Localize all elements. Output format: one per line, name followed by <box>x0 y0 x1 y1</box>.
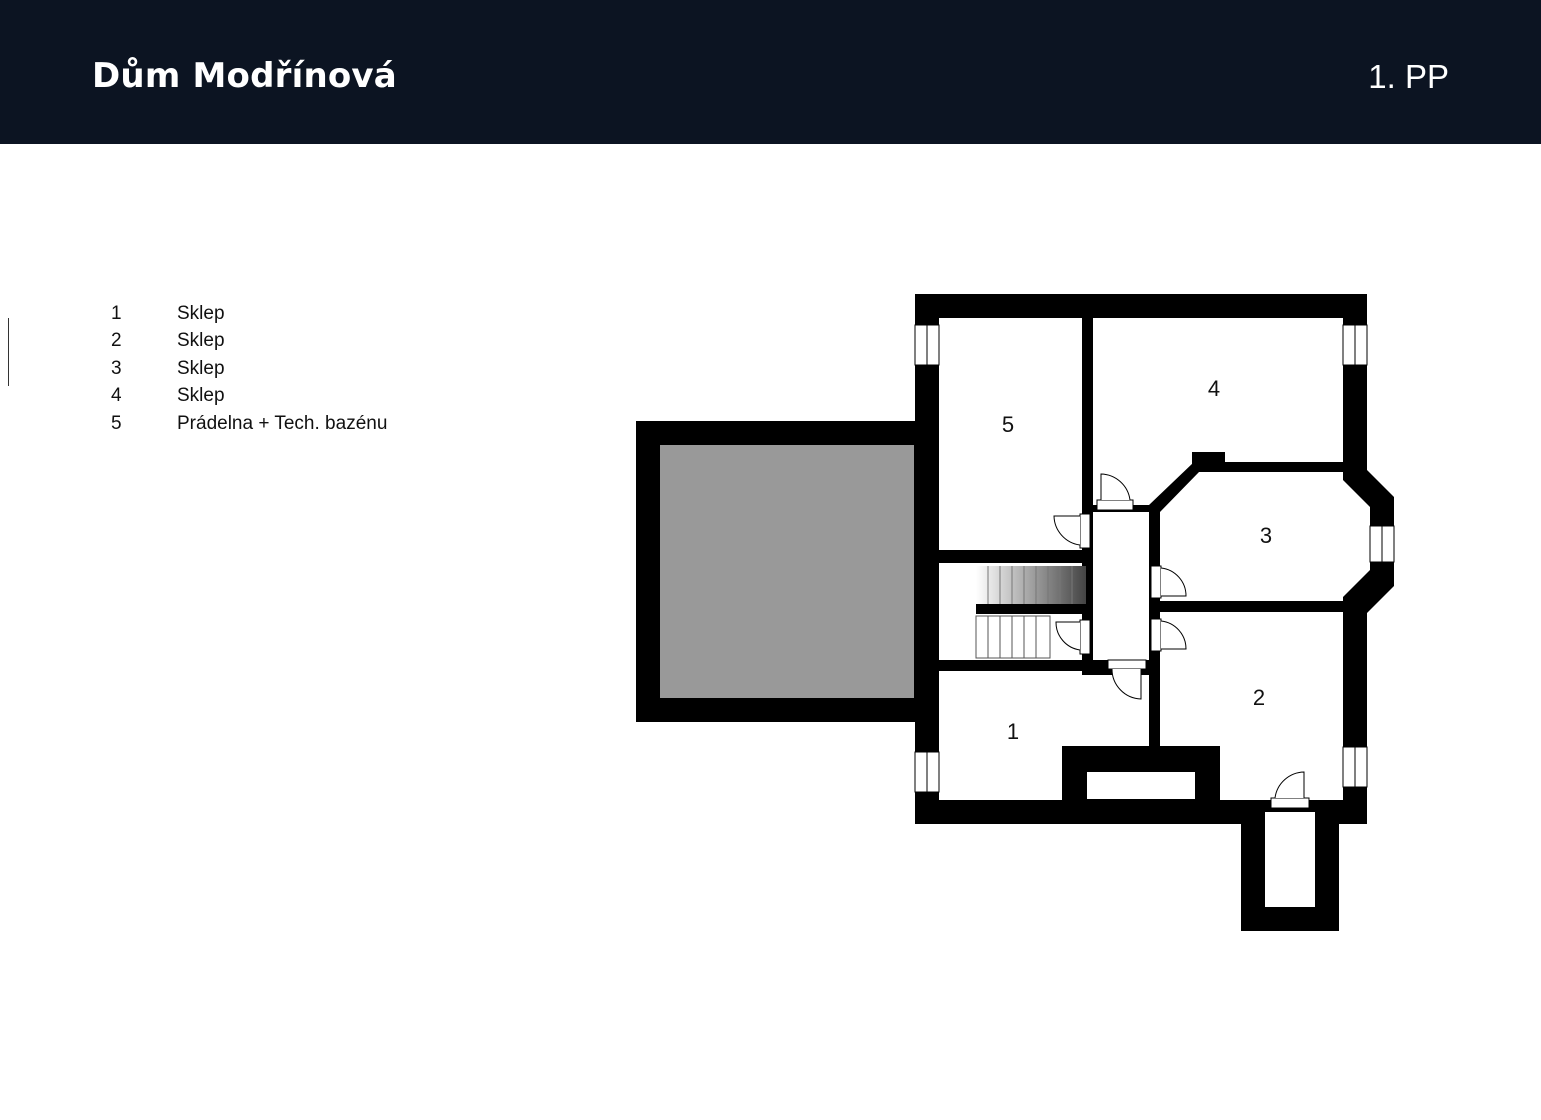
staircase <box>975 566 1086 659</box>
legend-item: 5 Prádelna + Tech. bazénu <box>111 410 387 438</box>
edge-divider <box>8 318 9 386</box>
legend-number: 3 <box>111 357 122 379</box>
corridor <box>1093 512 1149 660</box>
legend-label: Sklep <box>177 385 225 407</box>
legend-item: 1 Sklep <box>111 300 387 328</box>
storage-niche <box>1087 772 1195 799</box>
legend-number: 4 <box>111 385 122 407</box>
legend-item: 4 Sklep <box>111 383 387 411</box>
windows <box>914 324 1395 793</box>
room-number-5: 5 <box>1002 412 1014 437</box>
room-number-2: 2 <box>1253 685 1265 710</box>
legend-label: Sklep <box>177 357 225 379</box>
room-number-3: 3 <box>1260 523 1272 548</box>
legend-label: Prádelna + Tech. bazénu <box>177 412 388 434</box>
doors <box>1053 473 1310 809</box>
pool-block <box>636 421 938 722</box>
room-number-1: 1 <box>1007 719 1019 744</box>
legend-label: Sklep <box>177 330 225 352</box>
legend-number: 5 <box>111 412 122 434</box>
room-number-4: 4 <box>1208 376 1220 401</box>
room-labels: 1 2 3 4 5 <box>1002 376 1272 744</box>
light-well <box>1241 800 1339 931</box>
legend-number: 1 <box>111 302 122 324</box>
legend-item: 2 Sklep <box>111 328 387 356</box>
legend-number: 2 <box>111 330 122 352</box>
legend-label: Sklep <box>177 302 225 324</box>
page-title: Dům Modřínová <box>92 56 397 96</box>
room-legend: 1 Sklep 2 Sklep 3 Sklep 4 Sklep 5 Prádel… <box>111 300 387 438</box>
header-bar: Dům Modřínová 1. PP <box>0 0 1541 144</box>
floor-label: 1. PP <box>1368 58 1449 95</box>
legend-item: 3 Sklep <box>111 355 387 383</box>
